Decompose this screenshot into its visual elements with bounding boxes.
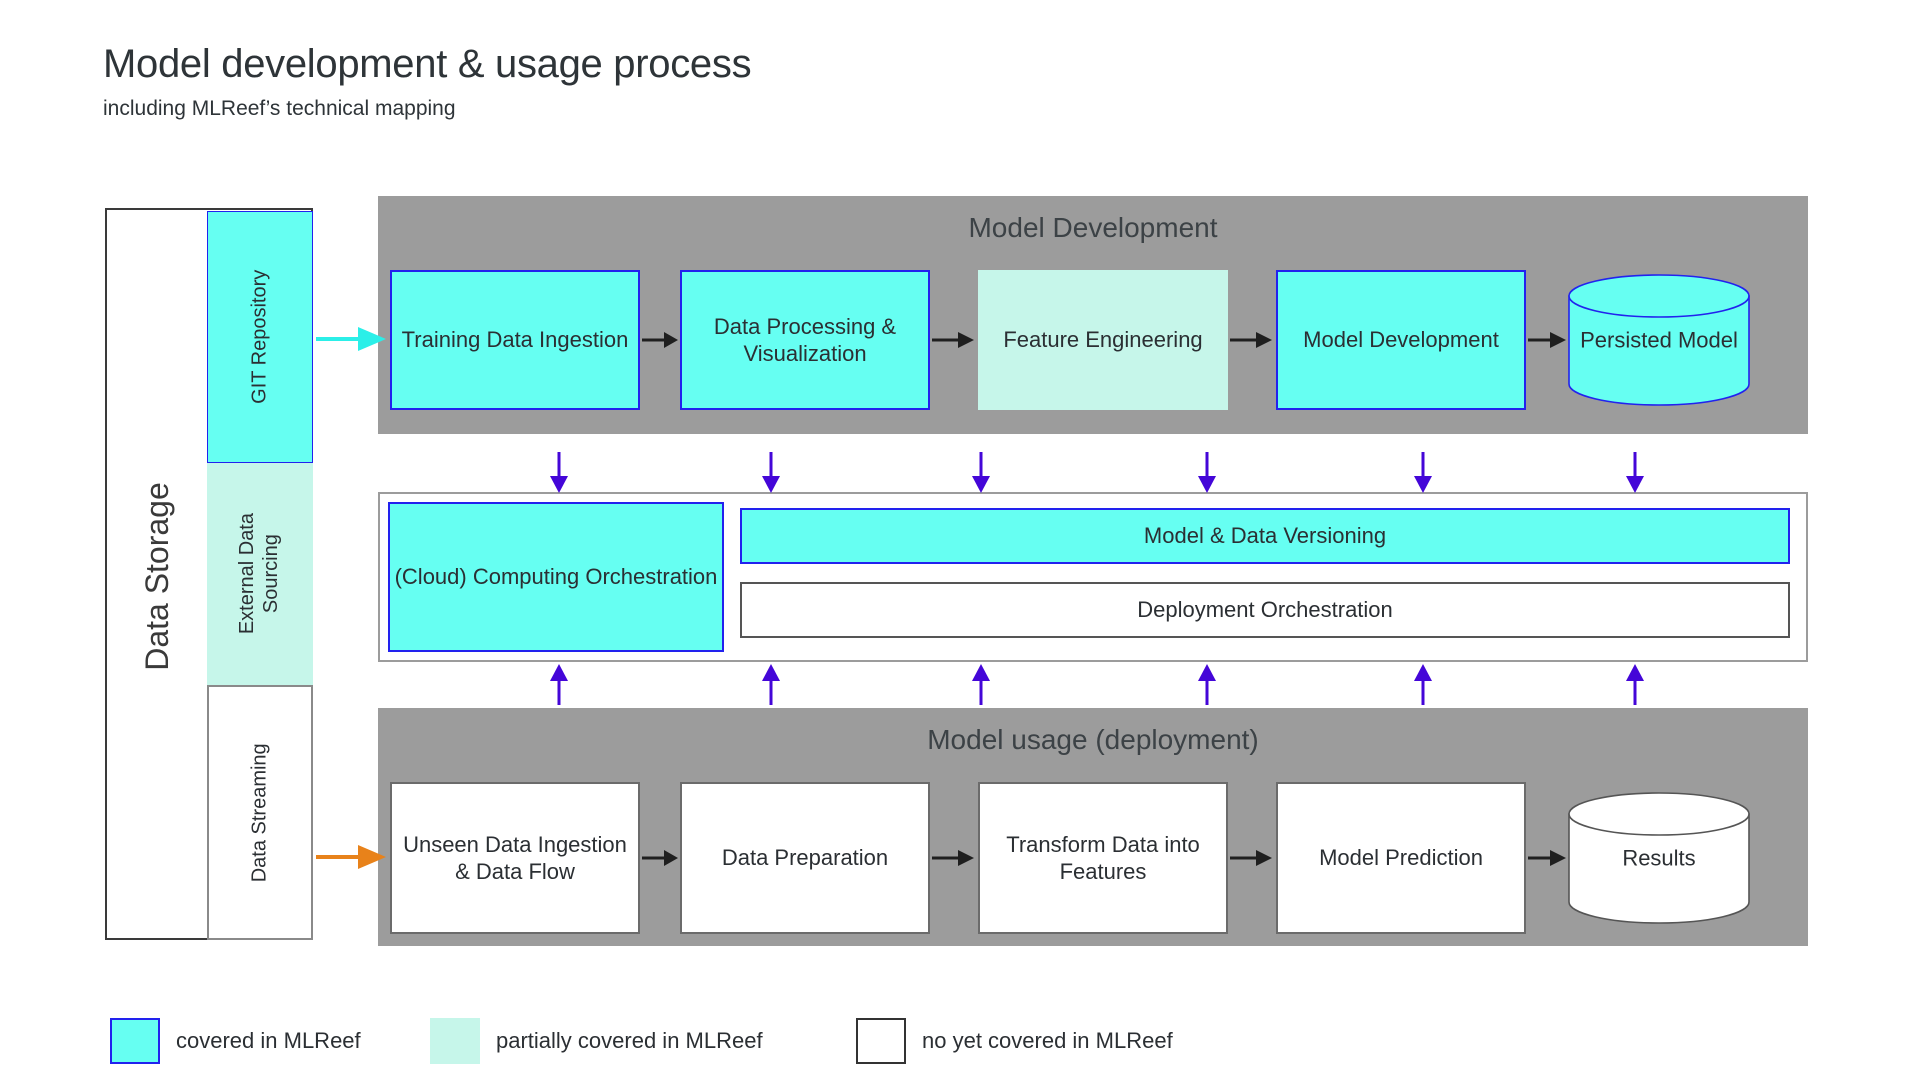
model-development-title: Model Development — [968, 212, 1218, 243]
arrow-git-to-development — [316, 324, 388, 359]
arrow-up-4 — [1196, 664, 1218, 711]
arrow-usage-4 — [1528, 846, 1568, 875]
legend-item-partial: partially covered in MLReef — [430, 1018, 763, 1064]
datastore-results[interactable]: Results — [1568, 792, 1750, 924]
arrow-up-6 — [1624, 664, 1646, 711]
platform-label: (Cloud) Computing Orchestration — [394, 564, 718, 590]
data-storage-label-text: Data Storage — [138, 481, 175, 671]
arrow-usage-2 — [932, 846, 976, 875]
arrow-down-3 — [970, 452, 992, 499]
step-model-prediction[interactable]: Model Prediction — [1276, 782, 1526, 934]
model-usage-title: Model usage (deployment) — [927, 724, 1259, 755]
step-label: Data Processing & Visualization — [713, 313, 897, 367]
page-header: Model development & usage process includ… — [103, 42, 752, 121]
platform-deployment-orchestration[interactable]: Deployment Orchestration — [740, 582, 1790, 638]
arrow-down-2 — [760, 452, 782, 499]
cylinder-shape — [1568, 274, 1750, 406]
arrow-up-5 — [1412, 664, 1434, 711]
step-model-development[interactable]: Model Development — [1276, 270, 1526, 410]
legend-label-partial: partially covered in MLReef — [496, 1028, 763, 1053]
platform-model-data-versioning[interactable]: Model & Data Versioning — [740, 508, 1790, 564]
step-transform-data-into-features[interactable]: Transform Data into Features — [978, 782, 1228, 934]
arrow-dev-3 — [1230, 328, 1274, 357]
datastore-persisted-model[interactable]: Persisted Model — [1568, 274, 1750, 406]
legend-label-uncovered: no yet covered in MLReef — [922, 1028, 1173, 1053]
datastore-label: Persisted Model — [1580, 327, 1738, 353]
cylinder-shape — [1568, 792, 1750, 924]
legend-label-covered: covered in MLReef — [176, 1028, 361, 1053]
arrow-down-6 — [1624, 452, 1646, 499]
arrow-down-4 — [1196, 452, 1218, 499]
legend-item-uncovered: no yet covered in MLReef — [856, 1018, 1173, 1064]
arrow-dev-1 — [642, 328, 680, 357]
platform-cloud-computing-orchestration[interactable]: (Cloud) Computing Orchestration — [388, 502, 724, 652]
step-label: Transform Data into Features — [1006, 831, 1200, 885]
datastore-label: Results — [1622, 845, 1696, 871]
step-label: Model Prediction — [1319, 845, 1483, 871]
legend-swatch-partial — [430, 1018, 480, 1064]
arrow-down-5 — [1412, 452, 1434, 499]
step-label: Data Preparation — [721, 845, 889, 871]
source-box-git-repository[interactable]: GIT Repository — [207, 211, 313, 463]
arrow-usage-3 — [1230, 846, 1274, 875]
legend-swatch-uncovered — [856, 1018, 906, 1064]
arrow-up-3 — [970, 664, 992, 711]
step-data-preparation[interactable]: Data Preparation — [680, 782, 930, 934]
step-training-data-ingestion[interactable]: Training Data Ingestion — [390, 270, 640, 410]
arrow-up-2 — [760, 664, 782, 711]
step-unseen-data-ingestion-data-flow[interactable]: Unseen Data Ingestion & Data Flow — [390, 782, 640, 934]
page-title: Model development & usage process — [103, 42, 752, 86]
source-label-git-repository: GIT Repository — [248, 269, 271, 405]
arrow-dev-4 — [1528, 328, 1568, 357]
step-label: Unseen Data Ingestion & Data Flow — [403, 831, 627, 885]
source-label-data-streaming: Data Streaming — [248, 743, 271, 882]
step-feature-engineering[interactable]: Feature Engineering — [978, 270, 1228, 410]
legend-item-covered: covered in MLReef — [110, 1018, 361, 1064]
source-box-data-streaming[interactable]: Data Streaming — [207, 685, 313, 940]
page-subtitle: including MLReef’s technical mapping — [103, 97, 456, 120]
step-label: Model Development — [1303, 327, 1499, 353]
data-storage-label: Data Storage — [107, 210, 207, 942]
arrow-dev-2 — [932, 328, 976, 357]
platform-label: Model & Data Versioning — [1143, 523, 1387, 548]
arrow-usage-1 — [642, 846, 680, 875]
platform-band: (Cloud) Computing Orchestration Model & … — [378, 492, 1808, 662]
platform-label: Deployment Orchestration — [1137, 597, 1393, 622]
arrow-down-1 — [548, 452, 570, 499]
arrow-streaming-to-usage — [316, 842, 388, 877]
data-storage-column: Data Storage GIT Repository External Dat… — [105, 208, 313, 940]
step-label: Training Data Ingestion — [401, 327, 629, 353]
step-data-processing-visualization[interactable]: Data Processing & Visualization — [680, 270, 930, 410]
arrow-up-1 — [548, 664, 570, 711]
step-label: Feature Engineering — [1003, 327, 1203, 353]
legend-swatch-covered — [110, 1018, 160, 1064]
